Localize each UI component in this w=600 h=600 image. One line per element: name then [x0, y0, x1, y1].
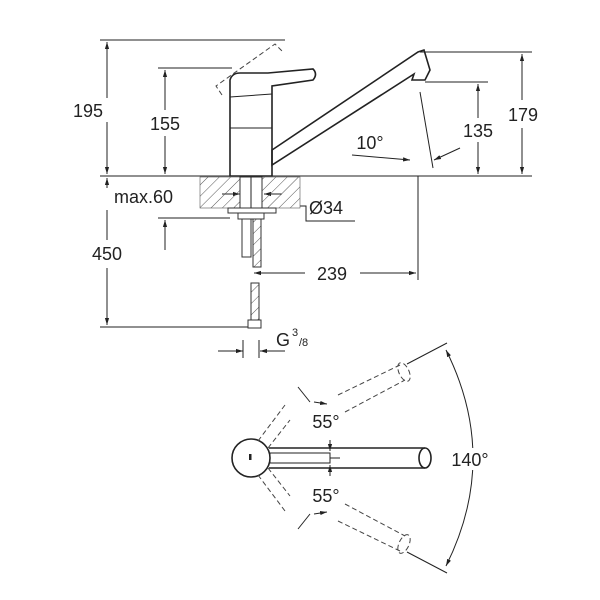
dim-hole-diameter: Ø34	[309, 198, 343, 218]
angle-lever-up: 55°	[312, 412, 339, 432]
faucet-plan-view	[231, 342, 474, 574]
dimension-arrows	[104, 42, 525, 358]
extension-lines	[100, 39, 532, 328]
dim-lever-height: 155	[150, 114, 180, 134]
dim-thread-prefix: G	[276, 330, 290, 350]
faucet-side-view	[199, 43, 431, 329]
dim-thread-numerator: 3	[292, 327, 298, 339]
dim-spout-angle: 10°	[356, 133, 383, 153]
dim-outlet-height: 135	[463, 121, 493, 141]
dim-total-height: 195	[73, 101, 103, 121]
dim-spout-height: 179	[508, 105, 538, 125]
angle-swivel-range: 140°	[451, 450, 488, 470]
angle-lever-down: 55°	[312, 486, 339, 506]
dim-deck-thickness: max.60	[114, 187, 173, 207]
dim-thread-denominator: /8	[299, 337, 308, 349]
dim-spout-reach: 239	[317, 264, 347, 284]
dim-hose-length: 450	[92, 244, 122, 264]
